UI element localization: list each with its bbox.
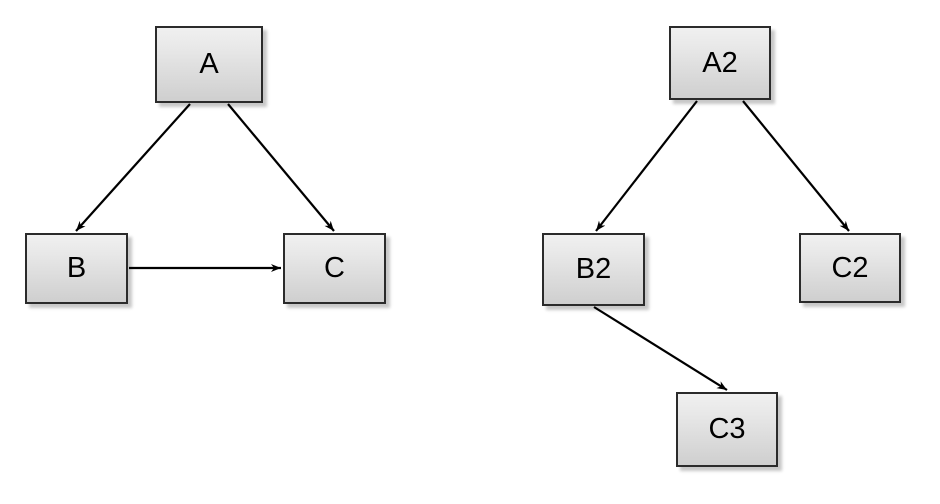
node-b2[interactable]: B2 xyxy=(542,233,645,306)
node-c2[interactable]: C2 xyxy=(799,233,901,303)
node-a[interactable]: A xyxy=(155,26,263,103)
node-c[interactable]: C xyxy=(283,233,386,304)
node-label-b: B xyxy=(66,252,87,284)
node-label-b2: B2 xyxy=(575,253,612,285)
edge-a2-to-b2 xyxy=(595,100,698,232)
edge-a2-to-c2 xyxy=(742,100,850,232)
node-a2[interactable]: A2 xyxy=(669,26,771,100)
edge-b2-to-c3 xyxy=(593,306,728,391)
node-label-a: A xyxy=(199,48,219,80)
node-label-c2: C2 xyxy=(831,251,869,284)
node-label-c: C xyxy=(324,252,345,284)
node-c3[interactable]: C3 xyxy=(676,392,778,467)
node-label-a2: A2 xyxy=(702,46,738,79)
edge-a-to-c xyxy=(227,103,335,232)
node-label-c3: C3 xyxy=(708,413,746,445)
edge-a-to-b xyxy=(75,103,191,232)
node-b[interactable]: B xyxy=(25,233,128,304)
